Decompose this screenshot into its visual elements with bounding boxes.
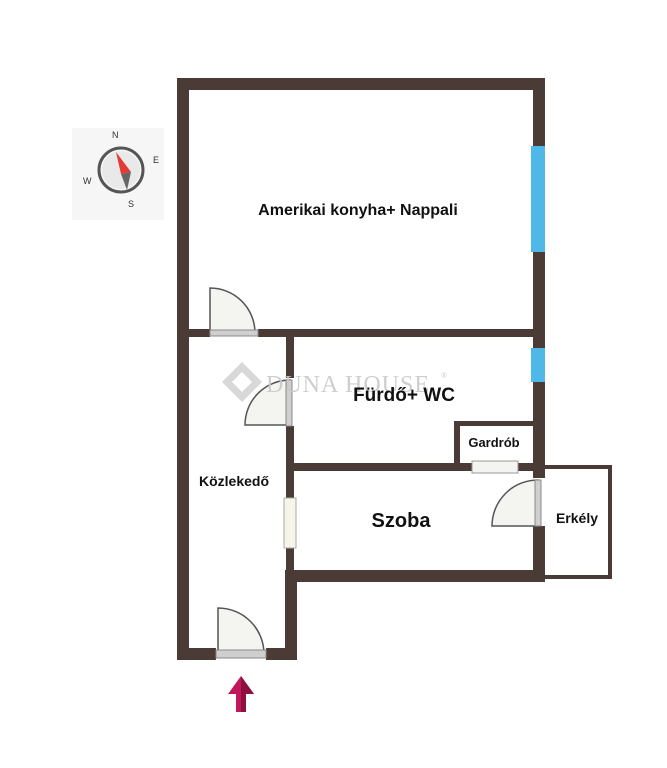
- door-bath: [244, 378, 296, 427]
- compass-label-s: S: [128, 199, 134, 209]
- room-label-bedroom: Szoba: [372, 510, 432, 532]
- wall-top: [177, 78, 545, 90]
- compass-needle-south: [121, 172, 131, 190]
- watermark-registered: ®: [441, 371, 448, 380]
- wall-wardrobe-left: [454, 421, 460, 463]
- compass-needle-north: [116, 152, 131, 174]
- window-living: [531, 146, 545, 252]
- door-living: [209, 287, 259, 339]
- compass-label-n: N: [112, 130, 119, 140]
- door-entrance: [215, 607, 267, 662]
- compass-label-e: E: [153, 155, 159, 165]
- compass-ring: [97, 146, 145, 194]
- room-label-living: Amerikai konyha+ Nappali: [258, 202, 458, 219]
- room-label-bath: Fürdő+ WC: [353, 385, 455, 406]
- wall-hall-right: [286, 337, 294, 570]
- room-label-wardrobe: Gardrób: [468, 435, 519, 450]
- watermark-text: DUNA HOUSE: [266, 372, 430, 398]
- door-balcony: [491, 478, 545, 527]
- wall-left: [177, 78, 189, 660]
- wall-living-bottom: [189, 329, 533, 337]
- door-bedroom-hall: [283, 497, 297, 549]
- compass-label-w: W: [83, 176, 92, 186]
- wall-step-vertical: [285, 570, 297, 660]
- room-label-balcony: Erkély: [556, 510, 598, 526]
- wall-bottom: [285, 570, 545, 582]
- window-bath: [531, 348, 545, 382]
- entrance-arrow-icon: [228, 676, 254, 712]
- room-label-hall: Közlekedő: [199, 473, 269, 489]
- outer-walls: [177, 78, 545, 660]
- wall-wardrobe-top: [454, 421, 533, 426]
- inner-walls: [189, 329, 533, 570]
- wall-bath-bottom: [294, 463, 533, 471]
- compass: N E S W: [72, 128, 164, 220]
- watermark: DUNA HOUSE ®: [222, 362, 448, 402]
- door-wardrobe: [471, 460, 519, 474]
